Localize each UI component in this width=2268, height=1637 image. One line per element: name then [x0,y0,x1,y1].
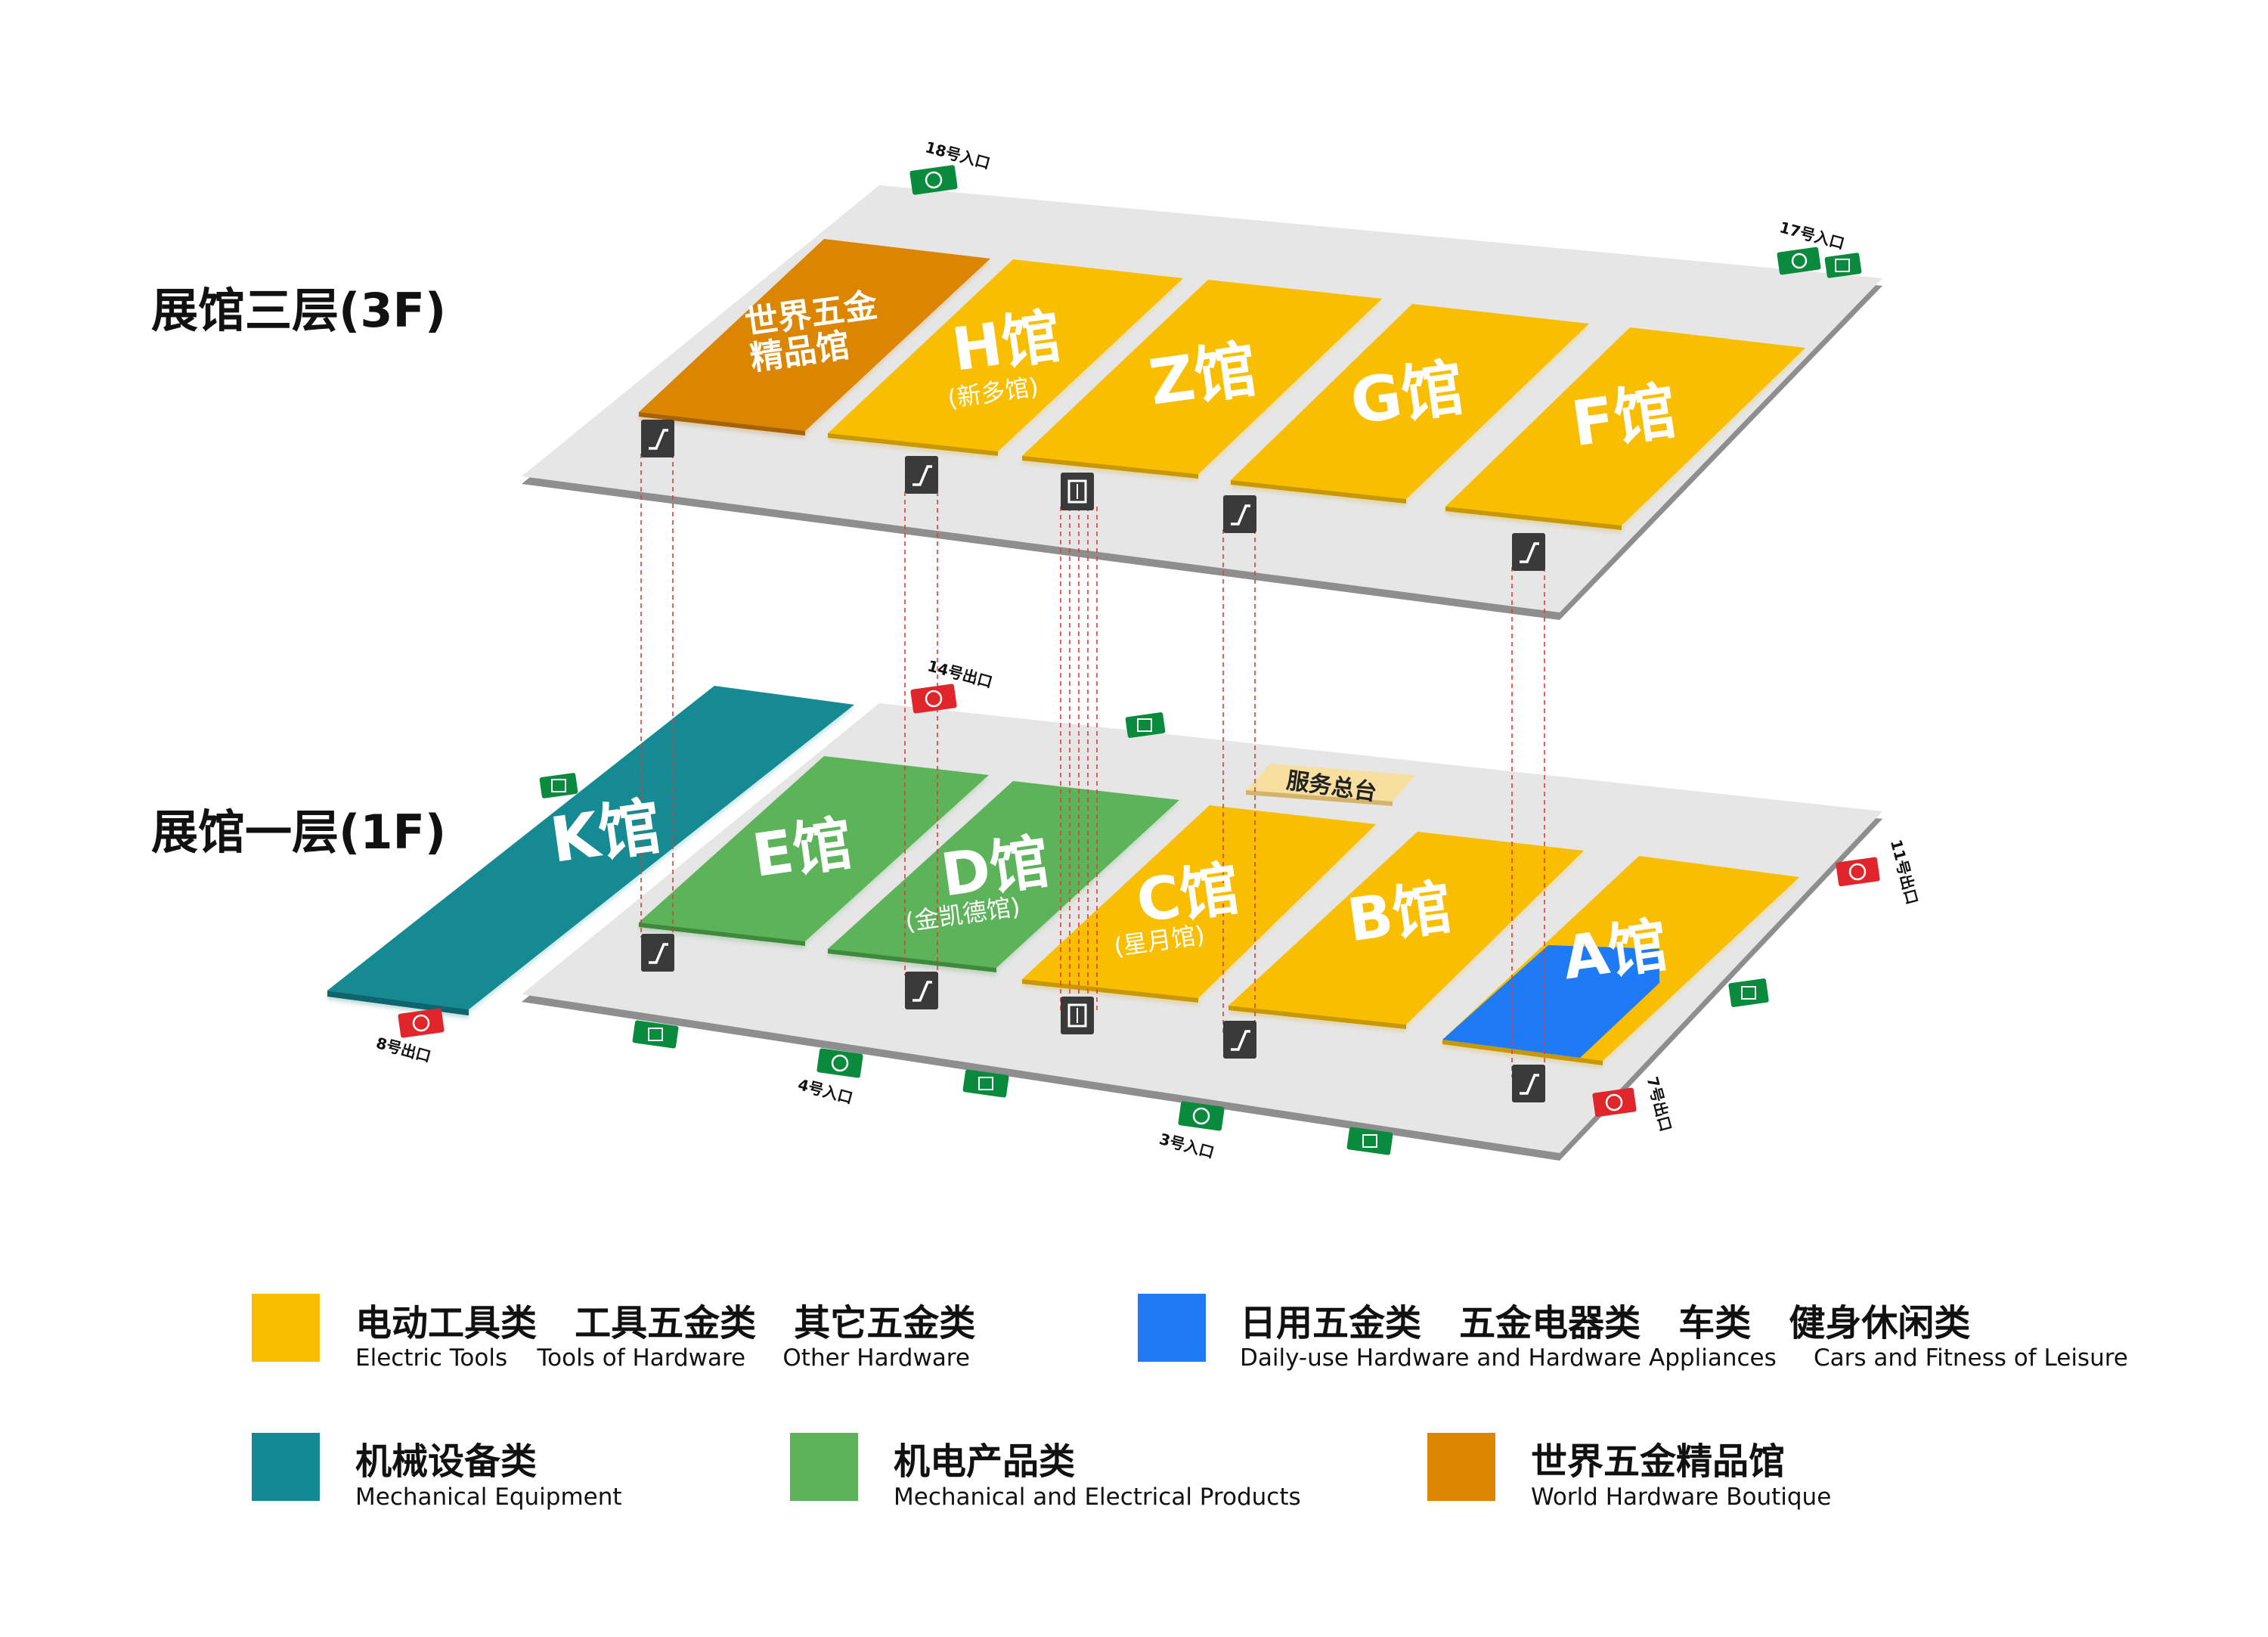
hall-z[interactable] [1022,280,1382,479]
exit-8[interactable]: 8号出口 [374,1008,445,1065]
escalator-marker[interactable] [905,456,938,494]
entrance-3-label: 3号入口 [1157,1130,1216,1161]
escalator-marker[interactable] [905,972,938,1009]
entrance-icon [1192,1107,1210,1125]
escalator-icon [1520,1074,1539,1095]
emergency-exit-icon [648,1028,663,1041]
legend-swatch-orange [1427,1433,1495,1501]
hall-e[interactable] [639,756,989,946]
entrance-17-label: 17号入口 [1777,218,1846,253]
entrance-18[interactable]: 18号入口 [909,138,992,195]
hall-d-label: D馆 [937,828,1053,910]
emergency-exit-icon [1137,718,1152,732]
entrance-icon [1791,253,1808,269]
legend-cn-yellow: 电动工具类 工具五金类 其它五金类 [355,1302,976,1344]
emergency-exit-icon [1835,259,1850,272]
emergency-exit-sign [1125,712,1166,738]
hall-h[interactable] [828,259,1183,456]
escalator-marker[interactable] [1223,1021,1256,1059]
entrance-3[interactable]: 3号入口 [1157,1101,1225,1161]
hall-f[interactable] [1445,327,1805,530]
hall-b[interactable] [1228,832,1584,1029]
floor-connectors [640,454,1545,1077]
entrance-4[interactable]: 4号入口 [796,1048,863,1107]
floor-label-3f: 展馆三层(3F) [151,283,447,338]
emergency-exit-sign [1824,253,1862,278]
escalator-marker[interactable] [1223,495,1256,533]
legend-en-blue: Daily-use Hardware and Hardware Applianc… [1240,1344,2128,1372]
legend-swatch-green [790,1433,858,1501]
hall-g[interactable] [1231,304,1589,504]
exit-11-label: 11号出口 [1887,838,1922,907]
escalator-marker[interactable] [1512,533,1545,571]
emergency-exit-sign [1346,1127,1393,1155]
escalator-icon [1231,504,1250,526]
emergency-exit-icon [1741,986,1756,1000]
escalator-icon [912,465,932,486]
floor-label-1f: 展馆一层(1F) [151,805,447,860]
legend-en-orange: World Hardware Boutique [1531,1484,1832,1511]
hall-g-label: G馆 [1346,352,1468,439]
escalator-icon [649,943,668,964]
escalator-icon [1231,1030,1250,1051]
hall-c[interactable] [1022,805,1376,1003]
hall-f-label: F馆 [1567,375,1681,460]
emergency-exit-icon [551,779,566,792]
hall-boutique[interactable] [639,239,990,436]
elevator-icon [1067,1003,1087,1028]
legend-en-yellow: Electric Tools Tools of Hardware Other H… [355,1344,970,1372]
service-desk[interactable] [1246,764,1415,806]
hall-z-label: Z馆 [1145,333,1261,420]
emergency-exit-icon [1362,1134,1377,1148]
exit-8-label: 8号出口 [374,1034,433,1065]
escalator-marker[interactable] [641,934,674,972]
elevator-marker[interactable] [1061,473,1094,510]
emergency-exit-icon [978,1077,993,1090]
legend-cn-green: 机电产品类 [894,1440,1076,1483]
escalator-icon [912,981,932,1002]
exit-7-label: 7号出口 [1644,1074,1675,1133]
legend-swatch-yellow [252,1294,320,1362]
emergency-exit-sign [539,773,578,798]
exit-icon [925,690,943,708]
exit-icon [412,1014,430,1032]
escalator-marker[interactable] [641,420,674,457]
escalator-marker[interactable] [1512,1065,1545,1102]
legend-cn-blue: 日用五金类 五金电器类 车类 健身休闲类 [1240,1302,1971,1344]
legend-en-teal: Mechanical Equipment [355,1484,622,1511]
emergency-exit-sign [1728,978,1769,1007]
entrance-4-label: 4号入口 [796,1075,855,1107]
exit-14-label: 14号出口 [925,656,994,691]
entrance-18-label: 18号入口 [923,138,992,172]
hall-h-label: H馆 [948,302,1064,385]
entrance-icon [831,1054,849,1072]
elevator-icon [1067,479,1087,504]
hall-a-label: A馆 [1559,911,1672,993]
emergency-exit-sign [632,1020,679,1049]
escalator-icon [649,429,668,450]
legend-cn-orange: 世界五金精品馆 [1531,1440,1786,1483]
entrance-17[interactable]: 17号入口 [1777,218,1846,275]
hall-d[interactable] [828,781,1179,972]
escalator-icon [1520,542,1539,563]
entrance-icon [925,171,943,189]
exit-icon [1848,863,1867,881]
legend-swatch-teal [252,1433,320,1501]
exit-icon [1605,1093,1623,1111]
hall-c-label: C馆 [1132,854,1243,936]
emergency-exit-sign [962,1069,1009,1098]
legend-swatch-blue [1138,1294,1206,1362]
legend-cn-teal: 机械设备类 [355,1440,538,1483]
hall-e-label: E馆 [748,810,857,891]
hall-a-blue-zone [1442,945,1659,1058]
exit-14[interactable]: 14号出口 [910,656,994,714]
hall-k-label: K馆 [546,791,665,877]
legend-en-green: Mechanical and Electrical Products [894,1484,1301,1511]
hall-b-label: B馆 [1343,873,1456,955]
elevator-marker[interactable] [1061,997,1094,1034]
